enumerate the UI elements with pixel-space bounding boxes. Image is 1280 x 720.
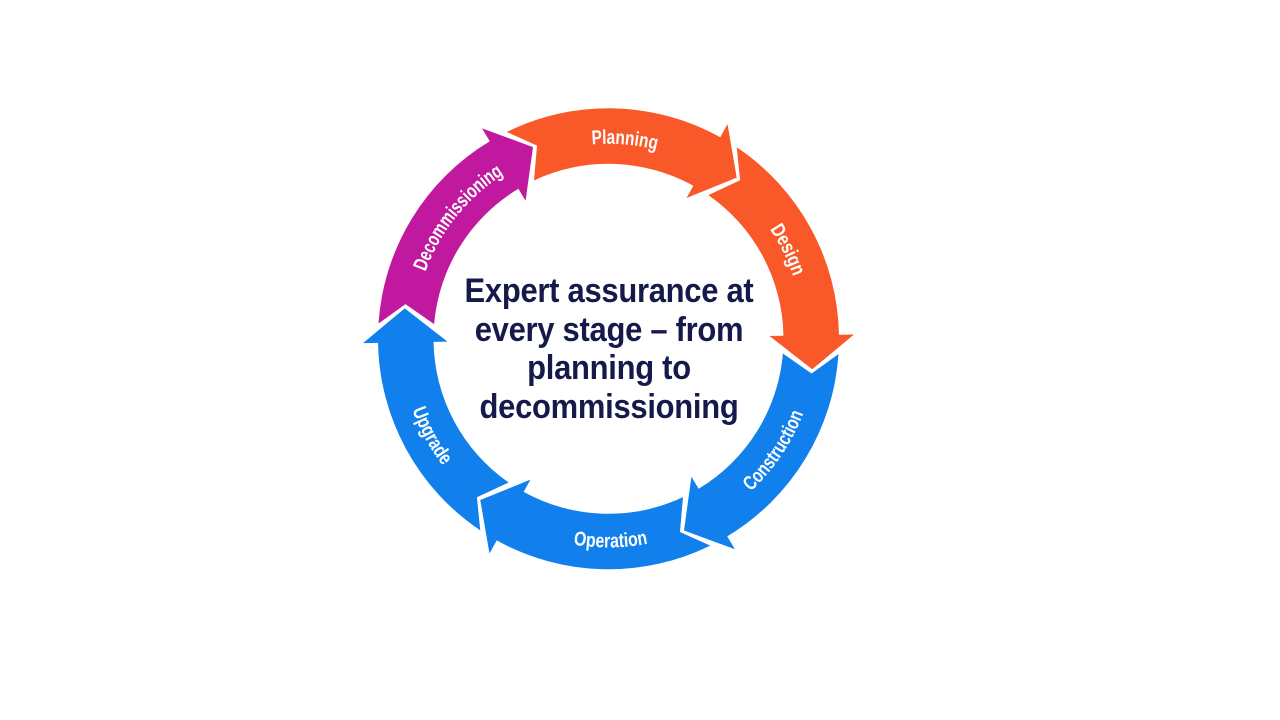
svg-text:Operation: Operation: [573, 527, 649, 553]
